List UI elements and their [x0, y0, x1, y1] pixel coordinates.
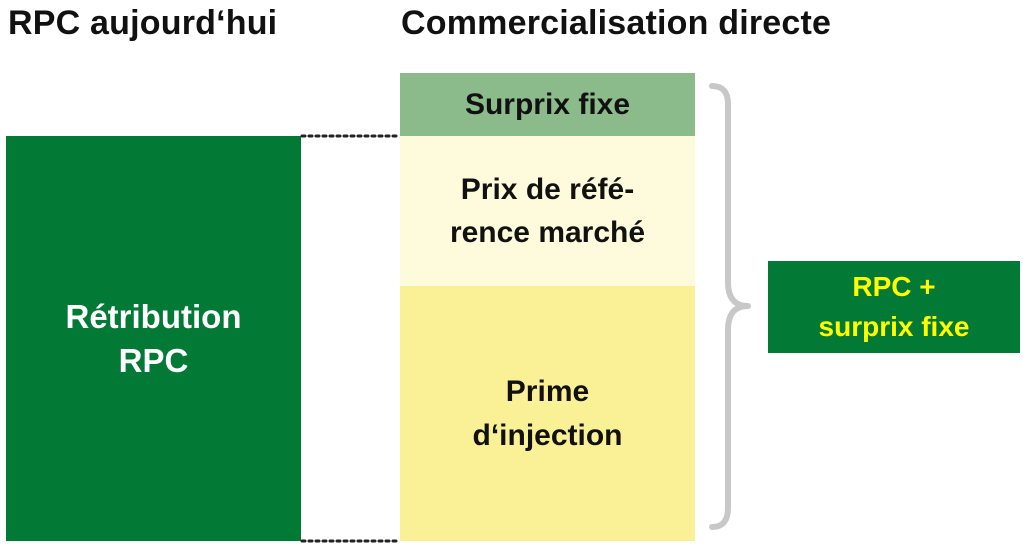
result-line-1: RPC + [852, 271, 936, 302]
result-line-2: surprix fixe [818, 311, 970, 342]
result-block: RPC + surprix fixe [768, 261, 1020, 353]
market-reference-price-block: Prix de réfé- rence marché [400, 136, 695, 286]
injection-premium-block: Prime d‘injection [400, 286, 695, 541]
fixed-premium-block: Surprix fixe [400, 73, 695, 136]
rpc-retribution-block: Rétribution RPC [6, 136, 301, 541]
reference-price-line-1: Prix de réfé- [460, 173, 635, 206]
reference-price-line-2: rence marché [449, 216, 646, 249]
injection-premium-line-2: d‘injection [472, 418, 623, 452]
heading-direct-marketing: Commercialisation directe [401, 4, 832, 42]
heading-rpc-today: RPC aujourd‘hui [8, 4, 278, 42]
injection-premium-line-1: Prime [505, 374, 590, 408]
curly-brace [709, 83, 751, 530]
fixed-premium-label: Surprix fixe [464, 87, 631, 121]
retribution-line-1: Rétribution [65, 297, 242, 335]
retribution-line-2: RPC [118, 341, 189, 379]
